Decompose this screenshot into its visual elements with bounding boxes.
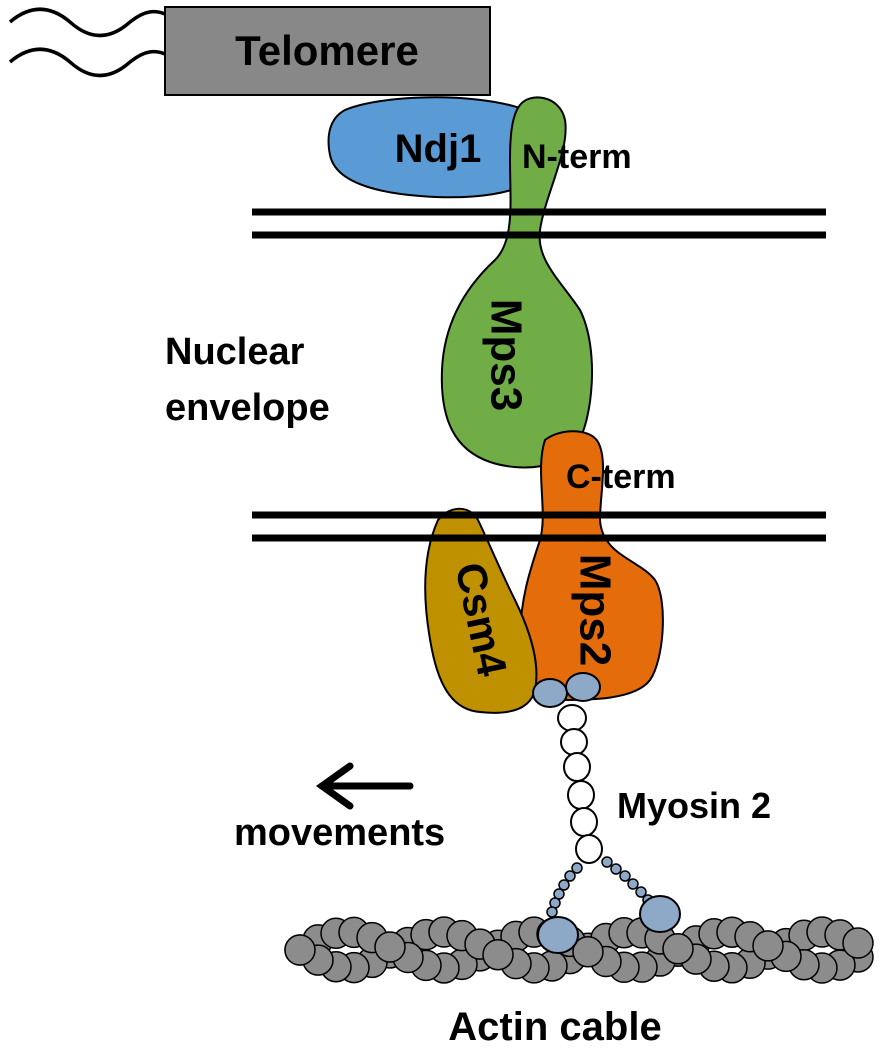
mps3: Mps3 — [440, 96, 594, 469]
ndj1-label: Ndj1 — [395, 127, 482, 171]
telomere-box — [164, 6, 491, 96]
actin-monomer — [572, 936, 604, 968]
myosin-heads-bound — [537, 895, 681, 954]
actin-cable — [284, 916, 874, 984]
envelope-label: envelope — [165, 387, 330, 429]
left-arrow-icon — [315, 762, 414, 810]
c-term-label: C-term — [566, 458, 676, 496]
csm4: Csm4 — [424, 507, 538, 714]
mps2: Mps2 — [518, 430, 664, 702]
myosin-lever-arms — [546, 856, 654, 918]
myosin-head-bound-left — [537, 916, 579, 954]
actin-monomer — [482, 938, 514, 971]
myosin-2 — [532, 672, 654, 918]
n-term-label: N-term — [522, 138, 632, 176]
myosin-head-top-right — [565, 672, 601, 702]
ndj1: Ndj1 — [327, 96, 546, 199]
dna-strands-icon — [8, 7, 166, 78]
myosin-head-bound-right — [639, 895, 681, 933]
myosin-tail — [557, 704, 603, 864]
movements-label: movements — [234, 812, 445, 854]
nuclear-label: Nuclear — [165, 331, 305, 373]
telomere: Telomere — [164, 6, 491, 96]
actin-label: Actin cable — [448, 1005, 661, 1049]
actin-monomer — [284, 934, 316, 966]
actin-monomer — [662, 933, 694, 965]
actin-monomer — [842, 927, 874, 959]
actin-monomer — [752, 930, 784, 962]
telomere-label: Telomere — [235, 27, 419, 74]
mps2-shape — [518, 430, 664, 702]
myosin-label: Myosin 2 — [617, 785, 771, 826]
myosin-head-top-left — [532, 678, 568, 708]
outer-membrane — [252, 208, 826, 239]
actin-monomer — [374, 931, 406, 963]
mps3-label: Mps3 — [481, 299, 530, 411]
mps2-label: Mps2 — [570, 554, 619, 666]
inner-membrane — [252, 511, 826, 542]
